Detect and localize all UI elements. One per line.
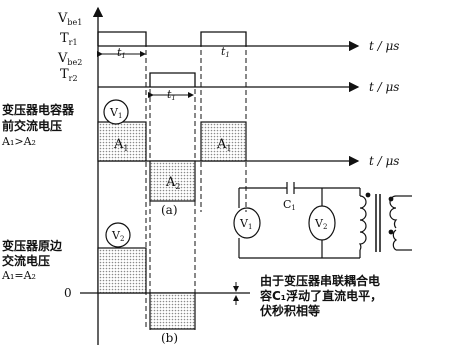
primary-voltage-line2: 交流电压 [2,253,50,268]
tr1-label: Tr1 [60,31,78,47]
vbe2-pulse [149,72,196,87]
v2-left-label: V2 [111,229,124,243]
a1-right-label: A1 [216,137,231,153]
a1-left-label: A1 [113,137,128,153]
primary-voltage-line1: 变压器原边 [2,238,63,253]
primary-voltage-line3: A₁=A₂ [1,269,36,282]
v2-meter-left [105,222,131,248]
vbe1-pulse-1 [97,31,147,46]
note-line3: 伏秒积相等 [260,303,320,318]
t1-label-2: t1 [221,45,230,59]
vbe2-label: Vbe2 [57,51,82,67]
coupling-circuit [233,182,412,259]
v1-left-label: V1 [109,106,122,120]
transformer-primary [358,195,367,251]
note-line1: 由于变压器串联耦合电 [260,273,380,288]
t1-label-1: t1 [117,46,126,60]
time-unit-label-2: t / μs [369,80,399,94]
tr2-label: Tr2 [60,67,78,83]
c1-label: C1 [283,198,296,212]
front-voltage-line2: 前交流电压 [2,118,62,133]
t1-label-3: t1 [167,88,176,102]
area-a2 [149,160,196,202]
area-a1-right [200,121,247,162]
vbe1-pulse-2 [200,31,247,46]
caption-a: (a) [161,203,178,217]
v1-meter-left [103,99,129,125]
a2-label: A2 [165,175,180,191]
area-a1-left [97,121,147,162]
v1-circuit-label: V1 [239,217,252,231]
area-b-positive [97,247,147,294]
v2-circuit-label: V2 [314,217,327,231]
note-line2: 容C₁浮动了直流电平， [259,288,382,303]
v1-meter [233,207,261,239]
vbe1-label: Vbe1 [57,11,82,27]
front-voltage-line1: 变压器电容器 [2,102,75,117]
time-unit-label-1: t / μs [369,39,399,53]
zero-label: 0 [64,286,72,300]
caption-b: (b) [161,331,178,345]
transformer-secondary-2 [392,229,398,251]
time-unit-label-3: t / μs [369,154,399,168]
area-b-negative [149,292,196,330]
v2-meter [308,205,336,241]
front-voltage-line3: A₁>A₂ [1,135,36,148]
